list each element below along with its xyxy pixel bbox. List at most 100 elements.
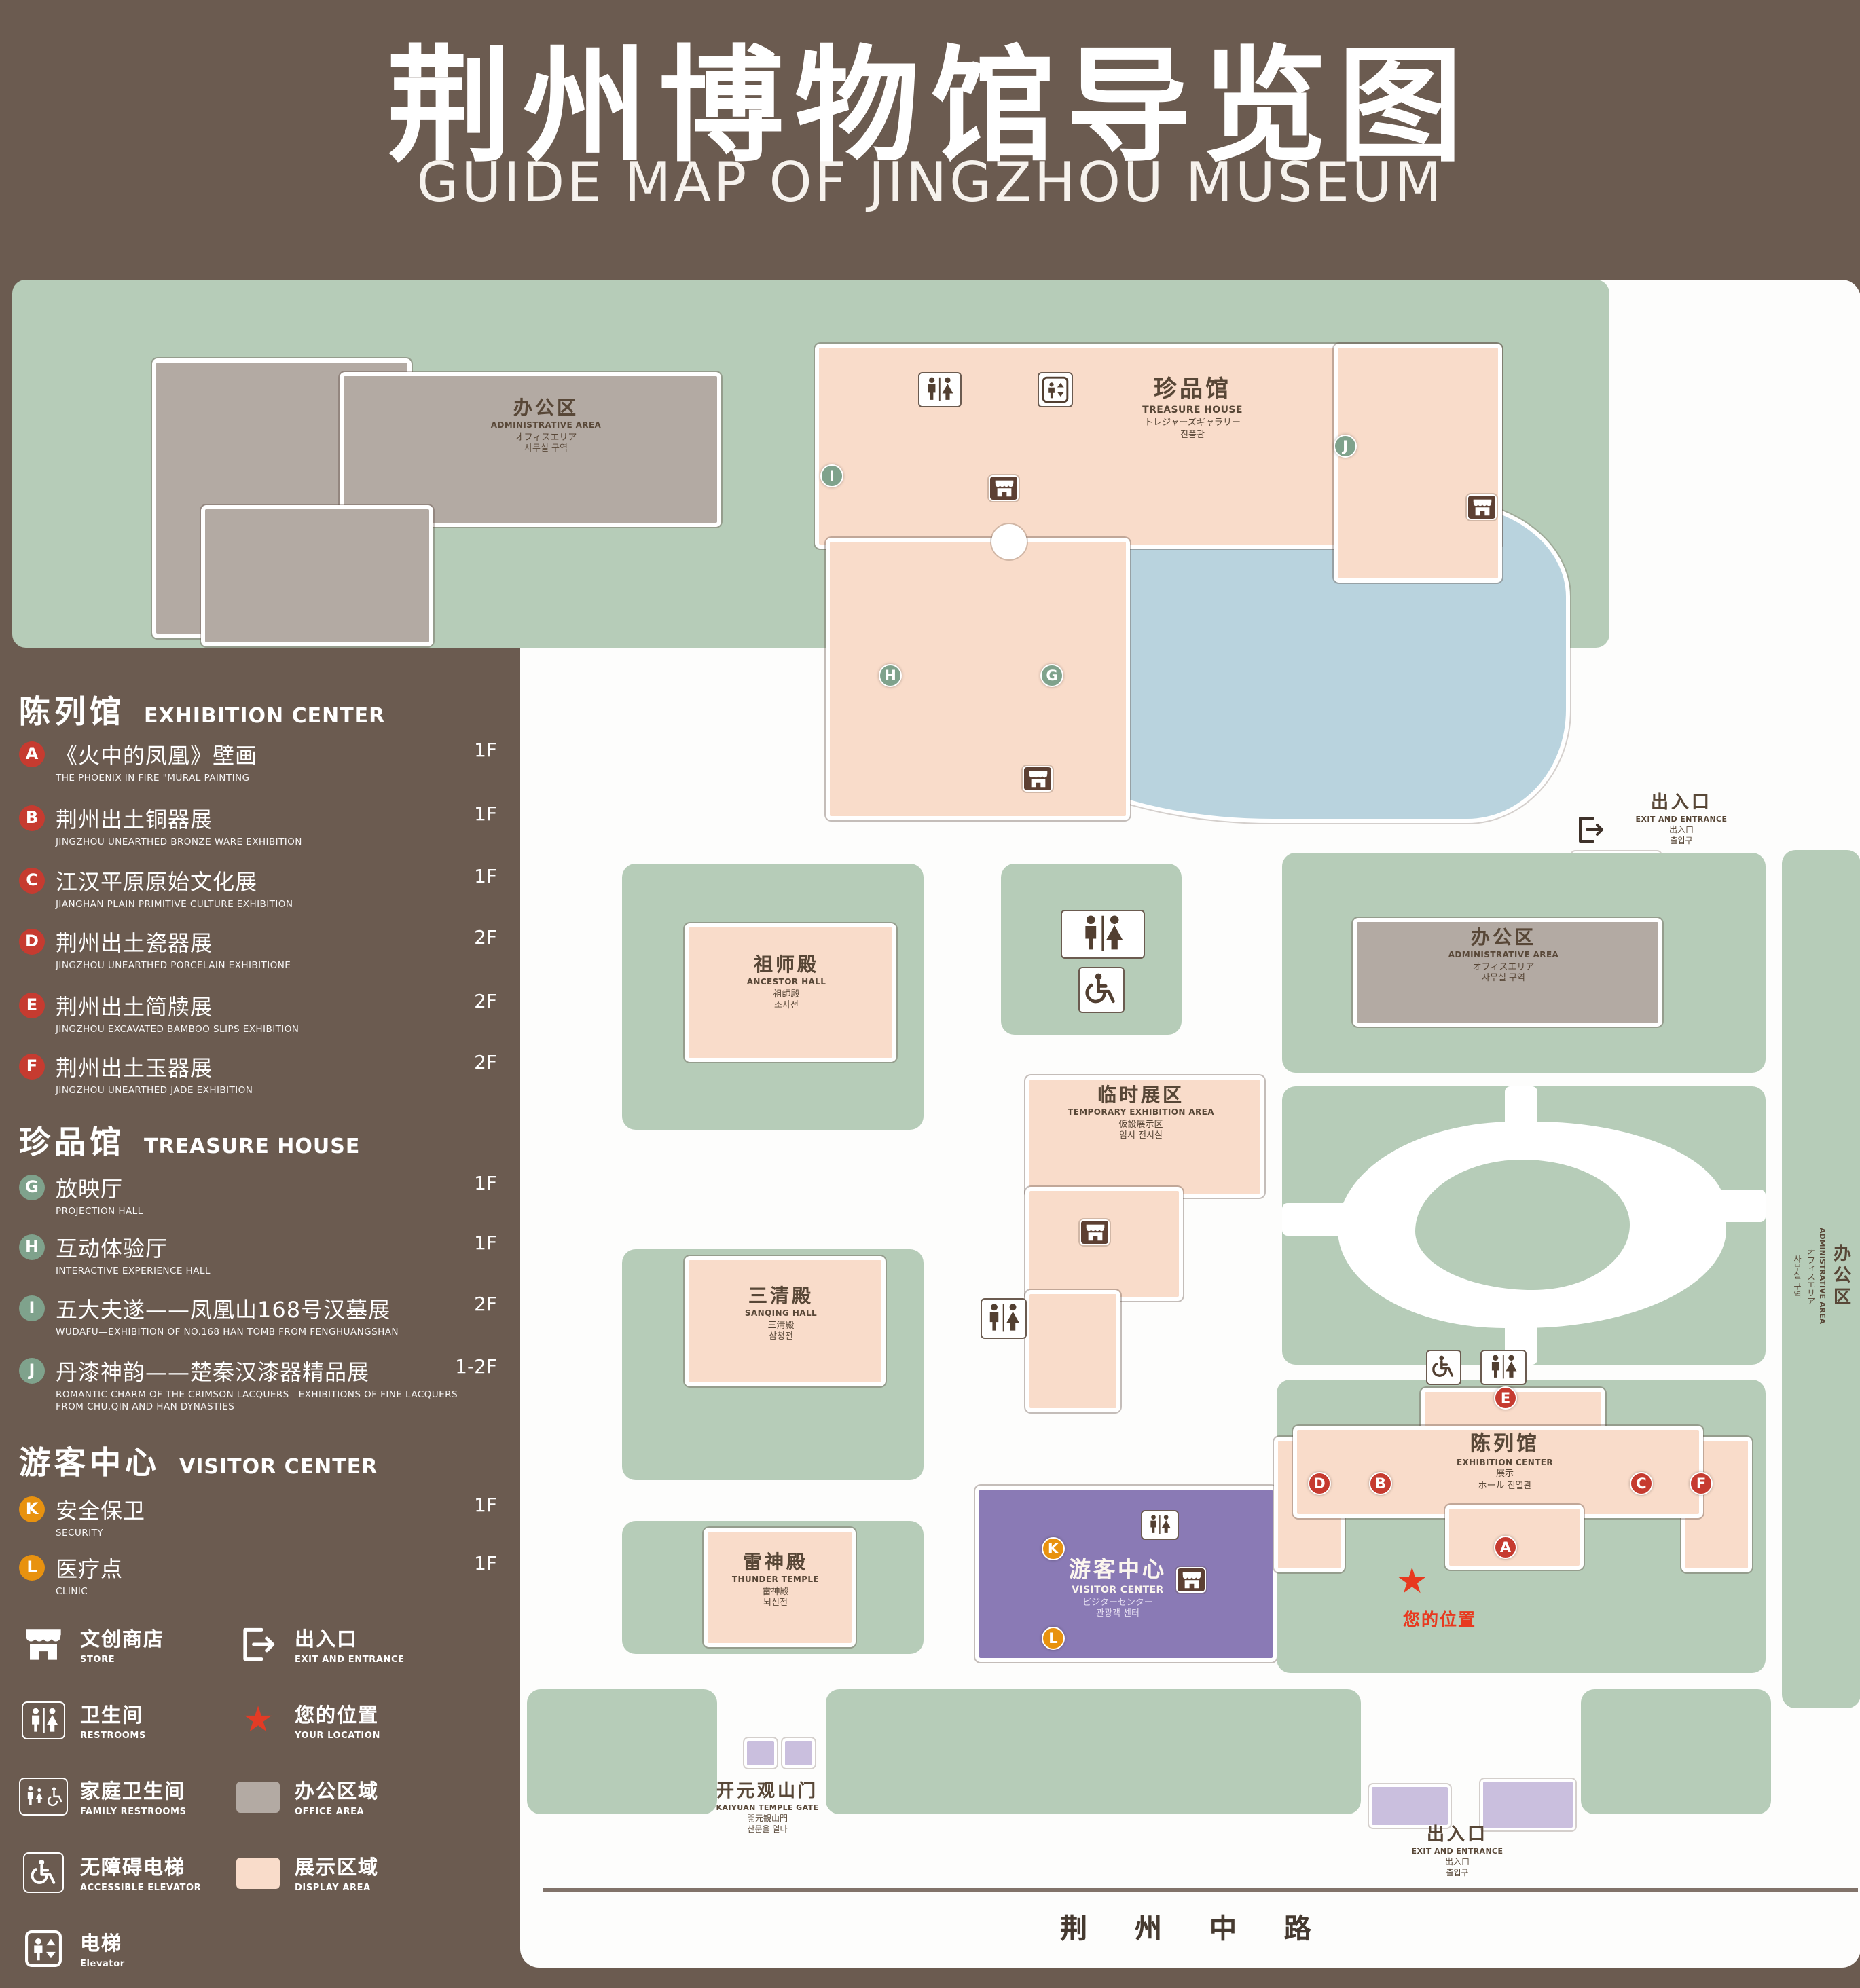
text-en: EXIT AND ENTRANCE — [1635, 815, 1728, 824]
text-jp: オフィスエリア — [1472, 961, 1535, 972]
text-en: ANCESTOR HALL — [746, 978, 826, 988]
text-en: EXHIBITION CENTER — [1456, 1458, 1554, 1467]
map-marker-j: J — [1334, 435, 1357, 458]
item-title: 荆州出土玉器展 — [56, 1055, 213, 1081]
label-admin-mid: 办公区 ADMINISTRATIVE AREA オフィスエリア 사무실 구역 — [1395, 926, 1612, 984]
text-zh: 出入口 — [1650, 793, 1712, 813]
symbol-en: ACCESSIBLE ELEVATOR — [80, 1882, 202, 1893]
elevator-icon — [1038, 372, 1073, 407]
label-kaiyuan-gate: 开元观山门 KAIYUAN TEMPLE GATE 開元観山門 산문을 열다 — [672, 1782, 862, 1835]
label-exit-bottom: 出入口 EXIT AND ENTRANCE 出入口 출입구 — [1376, 1825, 1539, 1879]
item-letter: C — [19, 867, 45, 893]
symbol-zh: 卫生间 — [80, 1706, 143, 1727]
poster-title: 荆州博物馆导览图 — [386, 34, 1474, 179]
text-kr: 출입구 — [1446, 1868, 1469, 1878]
item-letter: E — [19, 992, 45, 1018]
symbol-zh: 您的位置 — [295, 1706, 379, 1727]
text-en: KAIYUAN TEMPLE GATE — [716, 1804, 819, 1813]
item-title: 荆州出土铜器展 — [56, 807, 213, 832]
lawn-bottom-left — [527, 1689, 717, 1814]
legend-item-a: A 《火中的凤凰》壁画 1F THE PHOENIX IN FIRE "MURAL … — [19, 737, 497, 785]
store-icon — [1176, 1567, 1206, 1593]
symbol-en: STORE — [80, 1654, 115, 1665]
building-treasure-house — [826, 538, 1130, 820]
legend-section-treasure: 珍品馆 TREASURE HOUSE — [19, 1116, 360, 1162]
item-title: 荆州出土瓷器展 — [56, 930, 213, 956]
building-visitor-center — [975, 1486, 1277, 1662]
building-admin-mid — [1353, 918, 1662, 1027]
item-floor: 2F — [474, 991, 497, 1013]
store-icon — [1467, 494, 1497, 520]
text-jp: トレジャーズギャラリー — [1144, 417, 1241, 428]
entrance-pad — [1369, 1784, 1451, 1828]
symbol-zh: 无障碍电梯 — [80, 1858, 185, 1879]
symbol-en: Elevator — [80, 1958, 125, 1969]
accessible-elevator-icon — [1426, 1350, 1461, 1385]
building-temporary-exhibition — [1025, 1075, 1264, 1198]
text-zh: 办公区 — [1471, 927, 1536, 949]
item-floor: 2F — [474, 1294, 497, 1316]
text-zh: 祖师殿 — [754, 955, 819, 976]
symbol-zh: 家庭卫生间 — [80, 1782, 185, 1803]
restrooms-icon — [19, 1700, 68, 1741]
item-subtitle: WUDAFU—EXHIBITION OF NO.168 HAN TOMB FRO… — [56, 1327, 399, 1338]
road-edge — [543, 1888, 1858, 1891]
entrance-pad — [1480, 1779, 1575, 1830]
item-title: 《火中的凤凰》壁画 — [56, 743, 258, 769]
map-marker-g: G — [1040, 664, 1063, 687]
legend-section-exhibition: 陈列馆 EXHIBITION CENTER — [19, 686, 385, 732]
text-en: ADMINISTRATIVE AREA — [1817, 1228, 1825, 1325]
text-en: TEMPORARY EXHIBITION AREA — [1068, 1108, 1214, 1118]
text-en: ADMINISTRATIVE AREA — [490, 421, 602, 431]
restrooms-icon — [1480, 1350, 1527, 1385]
symbol-en: RESTROOMS — [80, 1730, 146, 1741]
exit-icon — [234, 1624, 282, 1665]
item-floor: 1F — [474, 740, 497, 762]
item-letter: A — [19, 741, 45, 767]
restrooms-icon — [1061, 910, 1145, 959]
label-visitor-center: 游客中心 VISITOR CENTER ビジターセンター 관광객 센터 — [1009, 1556, 1226, 1620]
map-marker-d: D — [1308, 1472, 1331, 1495]
text-kr: 사무실 구역 — [524, 443, 568, 454]
label-exhibition-center: 陈列馆 EXHIBITION CENTER 展示 ホール 진열관 — [1410, 1431, 1600, 1491]
building-sanqing-hall — [685, 1256, 886, 1386]
accessible-elevator-icon — [19, 1852, 68, 1893]
item-floor: 1F — [474, 1553, 497, 1575]
item-title: 安全保卫 — [56, 1498, 146, 1524]
item-subtitle: THE PHOENIX IN FIRE "MURAL PAINTING — [56, 773, 250, 784]
store-icon — [989, 475, 1019, 501]
store-icon — [19, 1624, 68, 1665]
text-en: SANQING HALL — [744, 1309, 818, 1319]
item-floor: 1F — [474, 866, 497, 888]
item-floor: 2F — [474, 1052, 497, 1074]
text-jp: ビジターセンター — [1082, 1596, 1153, 1608]
item-floor: 1F — [474, 1495, 497, 1517]
item-title: 互动体验厅 — [56, 1236, 168, 1262]
map-marker-f: F — [1690, 1472, 1713, 1495]
item-floor: 1F — [474, 804, 497, 826]
item-title: 医疗点 — [56, 1556, 124, 1582]
text-jp: 開元観山門 — [746, 1814, 788, 1824]
item-floor: 1-2F — [455, 1357, 497, 1378]
section-title-zh: 陈列馆 — [19, 695, 125, 731]
section-title-zh: 珍品馆 — [19, 1126, 125, 1161]
map-marker-i: I — [820, 464, 843, 487]
text-zh: 陈列馆 — [1470, 1431, 1539, 1456]
map-marker-h: H — [879, 664, 902, 687]
restrooms-icon — [918, 372, 962, 407]
accessible-restroom-icon — [1078, 967, 1125, 1013]
item-title: 丹漆神韵——楚秦汉漆器精品展 — [56, 1359, 370, 1385]
text-jp: オフィスエリア — [1805, 1247, 1815, 1305]
symbol-en: DISPLAY AREA — [295, 1882, 371, 1893]
text-zh: 游客中心 — [1068, 1556, 1167, 1582]
